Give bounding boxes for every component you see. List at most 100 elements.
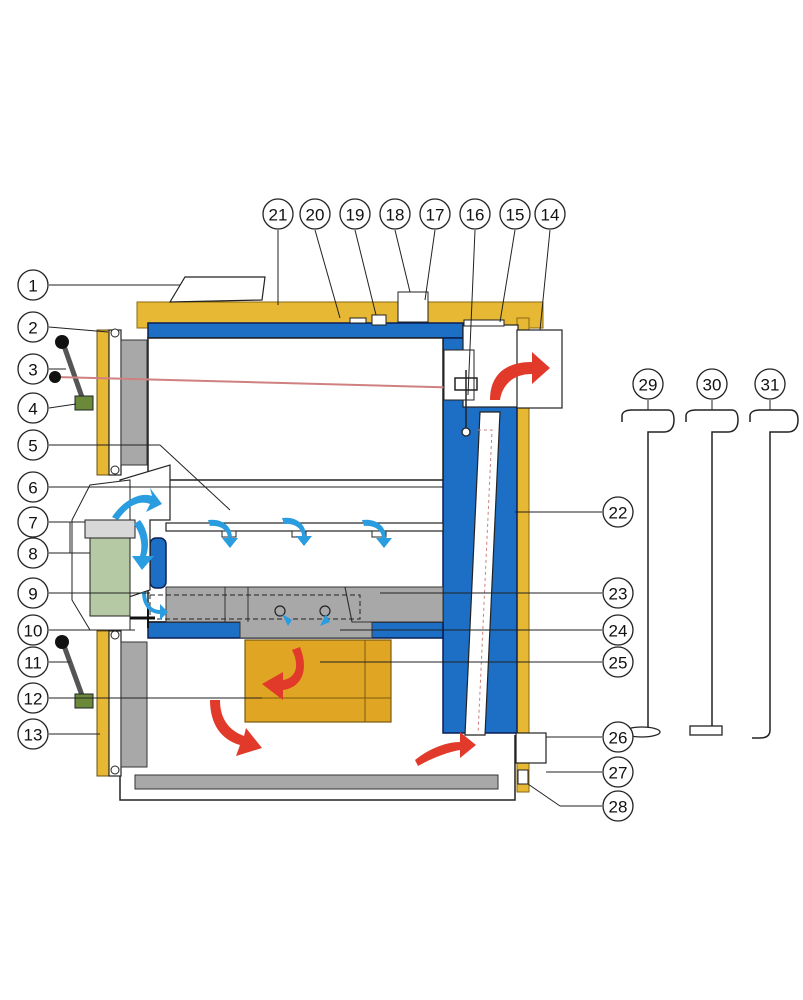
leader-lines: [48, 229, 771, 807]
callout-circle: [499, 198, 531, 230]
air-flow-arrow-icon: [282, 614, 292, 626]
callout-25: 25: [602, 646, 634, 678]
callout-circle: [17, 682, 49, 714]
fire-poker-round-icon: [621, 409, 675, 738]
ash-chamber-outline: [119, 735, 516, 801]
callout-14: 14: [534, 198, 566, 230]
callout-circle: [17, 537, 49, 569]
callout-number: 10: [24, 622, 43, 641]
callout-16: 16: [459, 198, 491, 230]
callout-31: 31: [754, 368, 786, 400]
ash-pan: [244, 639, 392, 723]
callout-number: 13: [24, 726, 43, 745]
callout-5: 5: [17, 429, 49, 461]
fire-poker-flat-icon: [685, 409, 739, 736]
air-flow-arrow-icon: [142, 592, 168, 620]
callout-number: 17: [426, 206, 445, 225]
callout-circle: [602, 496, 634, 528]
callout-circle: [602, 577, 634, 609]
hot-gas-arrow-icon: [415, 732, 476, 766]
front-door-panel-lower: [96, 630, 110, 777]
callout-circle: [696, 368, 728, 400]
hot-gas-arrow-icon: [490, 352, 550, 400]
callout-number: 7: [28, 514, 37, 533]
callout-number: 11: [24, 654, 42, 673]
lever-knob-icon: [49, 371, 61, 383]
callout-labels: 1234567891011121314151617181920212223242…: [17, 198, 786, 822]
callout-8: 8: [17, 537, 49, 569]
callout-number: 24: [609, 622, 628, 641]
callout-circle: [602, 614, 634, 646]
callout-circle: [17, 353, 49, 385]
callout-12: 12: [17, 682, 49, 714]
drain-valve: [517, 769, 529, 785]
callout-3: 3: [17, 353, 49, 385]
callout-10: 10: [17, 614, 49, 646]
callout-number: 9: [28, 585, 37, 604]
callout-6: 6: [17, 471, 49, 503]
fuel-chamber: [147, 337, 444, 481]
hot-gas-arrow-icon: [262, 647, 304, 700]
callout-13: 13: [17, 718, 49, 750]
air-flow-arrow-icon: [282, 517, 312, 546]
lever-rod: [54, 376, 471, 389]
callout-circle: [17, 718, 49, 750]
callout-7: 7: [17, 506, 49, 538]
callout-23: 23: [602, 577, 634, 609]
callout-number: 20: [306, 206, 325, 225]
callout-number: 14: [541, 206, 560, 225]
callout-circle: [17, 311, 49, 343]
callout-circle: [262, 198, 294, 230]
hot-gas-arrow-icon: [210, 700, 262, 756]
callout-number: 22: [609, 504, 628, 523]
callout-number: 16: [466, 206, 485, 225]
callout-circle: [17, 429, 49, 461]
callout-number: 29: [639, 376, 658, 395]
callout-number: 21: [269, 206, 288, 225]
callout-circle: [379, 198, 411, 230]
callout-circle: [754, 368, 786, 400]
callout-11: 11: [17, 646, 49, 678]
callout-number: 18: [386, 206, 405, 225]
callout-circle: [17, 471, 49, 503]
callout-28: 28: [602, 790, 634, 822]
callout-number: 27: [609, 764, 628, 783]
front-door-panel-upper: [96, 329, 110, 476]
callout-number: 1: [28, 277, 37, 296]
callout-circle: [299, 198, 331, 230]
jacket-front-tube: [149, 537, 167, 589]
callout-circle: [17, 577, 49, 609]
upper-loading-door: [108, 328, 148, 476]
lower-door-handle: [55, 635, 94, 709]
callout-circle: [17, 614, 49, 646]
callout-circle: [602, 790, 634, 822]
handle-knob-icon: [55, 635, 69, 649]
callout-30: 30: [696, 368, 728, 400]
callout-number: 6: [28, 479, 37, 498]
callout-number: 5: [28, 437, 37, 456]
air-flow-arrow-icon: [208, 519, 238, 548]
fire-hook-icon: [749, 409, 799, 739]
upper-door-handle: [55, 335, 94, 411]
callout-circle: [602, 646, 634, 678]
handle-knob-icon: [55, 335, 69, 349]
callout-22: 22: [602, 496, 634, 528]
callout-20: 20: [299, 198, 331, 230]
callout-number: 31: [761, 376, 780, 395]
callout-26: 26: [602, 721, 634, 753]
top-cover-lid: [168, 276, 266, 303]
callout-17: 17: [419, 198, 451, 230]
flow-arrows: [112, 352, 550, 766]
callout-number: 23: [609, 585, 628, 604]
callout-circle: [419, 198, 451, 230]
callout-number: 15: [506, 206, 525, 225]
callout-1: 1: [17, 269, 49, 301]
air-flow-arrow-icon: [362, 519, 392, 548]
lower-ash-door: [108, 630, 148, 777]
air-flow-arrow-icon: [320, 614, 330, 626]
callout-19: 19: [339, 198, 371, 230]
callout-number: 28: [609, 798, 628, 817]
callout-number: 4: [28, 400, 37, 419]
callout-4: 4: [17, 392, 49, 424]
flue-channel: [464, 411, 501, 736]
